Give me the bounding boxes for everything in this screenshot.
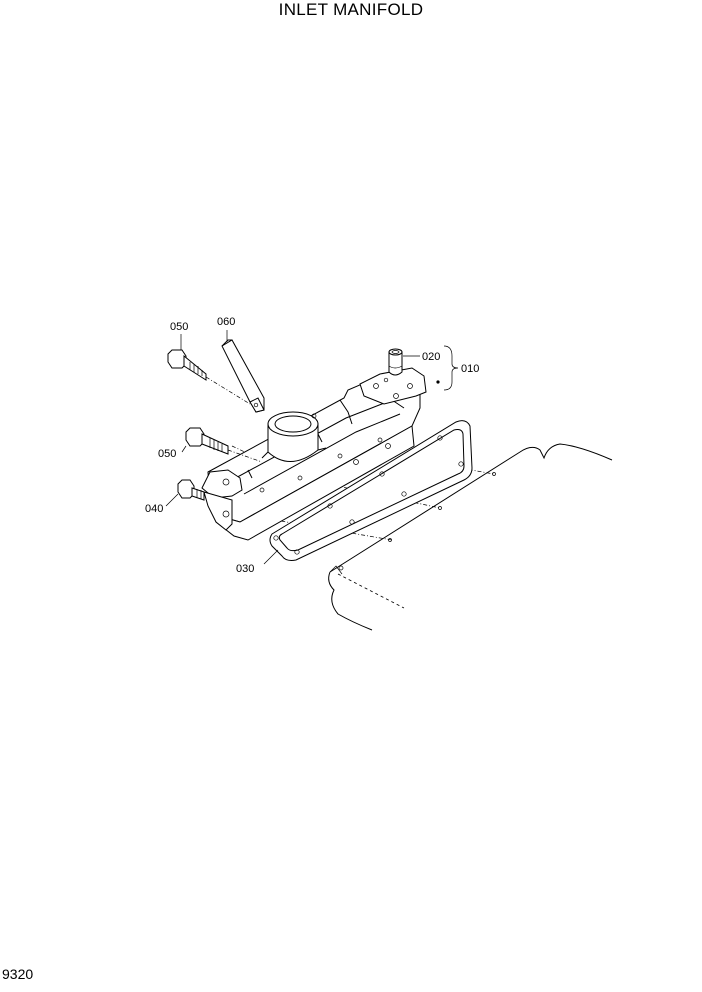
callout-050-upper: 050 [170, 321, 188, 333]
page-title: INLET MANIFOLD [278, 0, 424, 19]
leader-lines [165, 330, 459, 565]
page-number: 9320 [2, 966, 34, 982]
callout-labels: 010 020 030 040 050 050 060 [145, 316, 479, 575]
manifold-body-010 [201, 367, 427, 541]
gasket-030 [269, 420, 473, 561]
pin-020 [388, 348, 403, 376]
callout-010: 010 [461, 363, 479, 375]
callout-040: 040 [145, 503, 163, 515]
bolt-040 [177, 479, 205, 501]
bolt-050-upper [167, 349, 251, 405]
bolt-050-lower [185, 427, 263, 463]
callout-060: 060 [217, 316, 235, 328]
callout-020: 020 [422, 351, 440, 363]
engine-block-outline [328, 443, 613, 631]
callout-050-lower: 050 [158, 448, 176, 460]
bracket-060 [221, 339, 265, 413]
callout-030: 030 [236, 563, 254, 575]
